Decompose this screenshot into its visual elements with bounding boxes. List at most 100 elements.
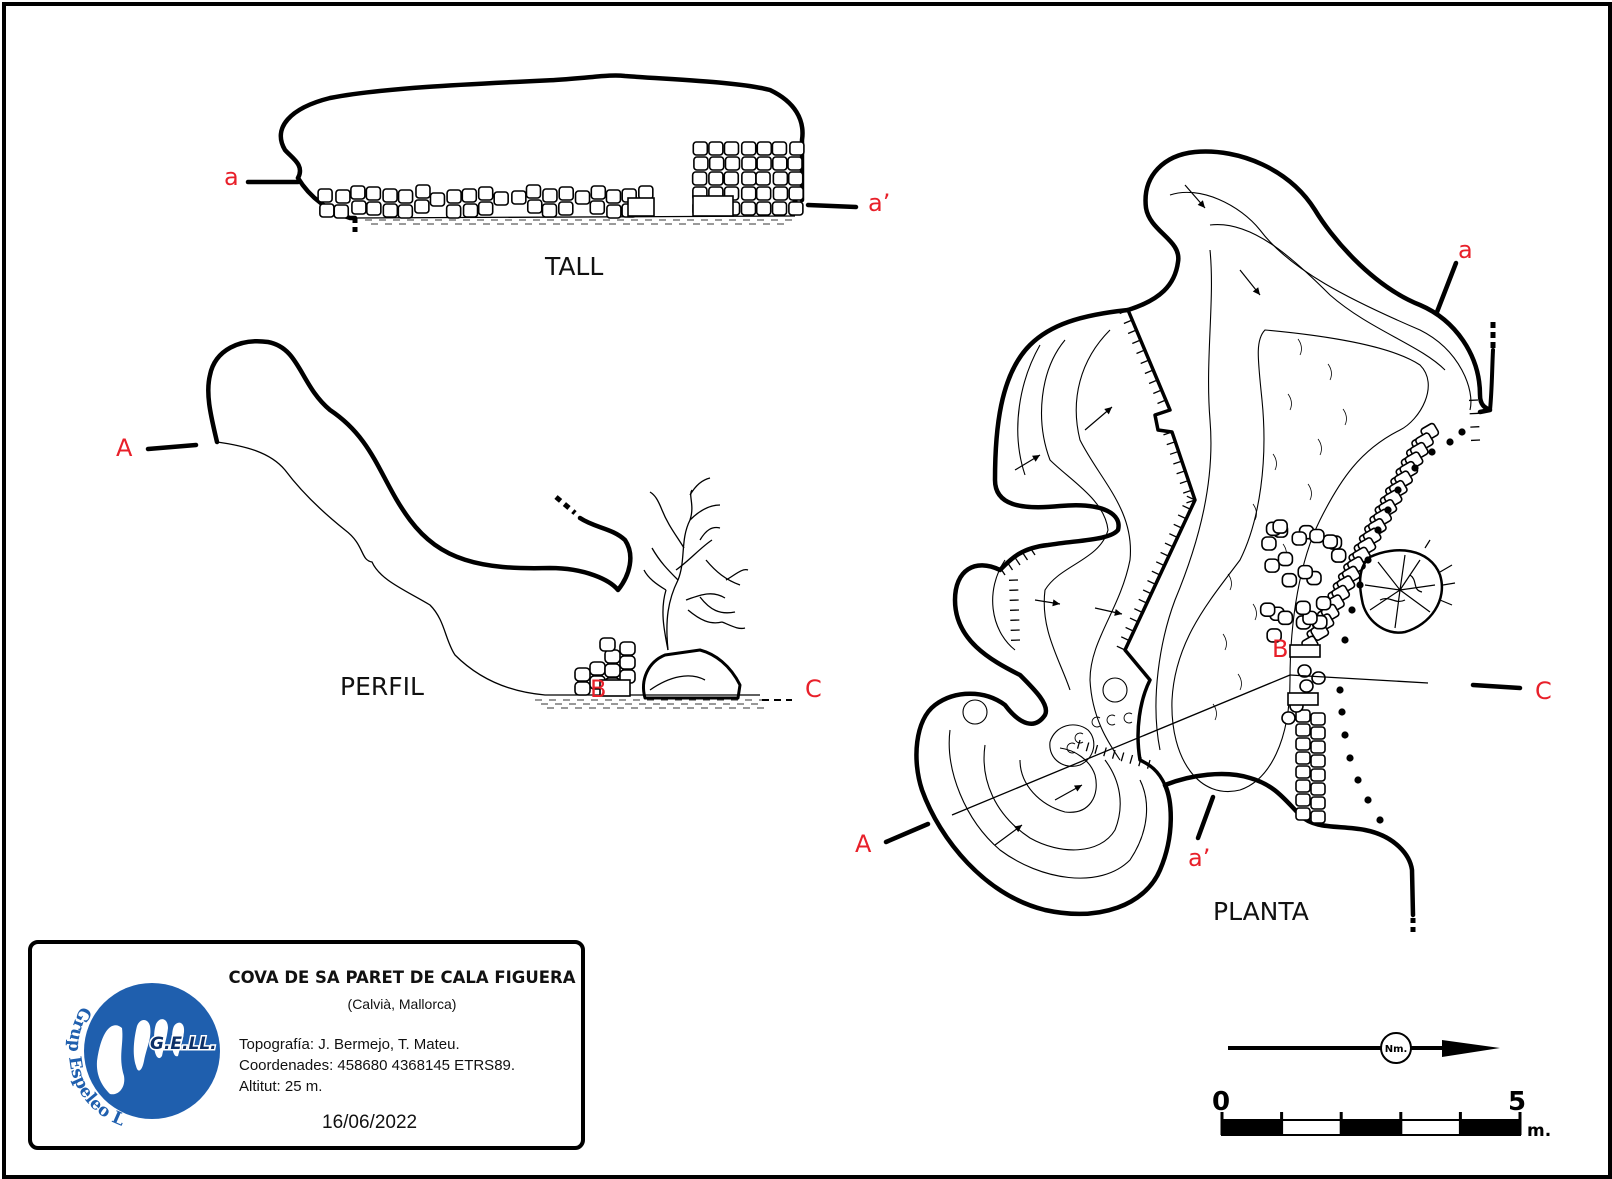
planta-axis-a: [1434, 260, 1459, 315]
cliff-tick: [1094, 744, 1099, 754]
rubble-stone: [741, 156, 757, 171]
rubble-stone: [542, 188, 558, 203]
rubble-stone: [638, 185, 654, 200]
floor-mark: [1106, 714, 1116, 726]
cliff-tick: [1129, 617, 1139, 623]
rubble-stone: [1310, 712, 1326, 726]
rubble-stone: [1322, 534, 1339, 549]
rubble-stone: [1295, 751, 1311, 765]
drip-dot: [1374, 526, 1382, 534]
rubble-stone: [1291, 531, 1308, 546]
rubble-stone: [693, 156, 709, 171]
planta-east-wall: [1488, 348, 1495, 412]
cliff-tick: [1076, 739, 1081, 749]
planta-section: a a’ A B C PLANTA: [855, 149, 1552, 935]
floor-mark: [1123, 712, 1133, 724]
floor-mark: [1287, 393, 1292, 411]
rubble-stone: [756, 156, 772, 171]
planta-inner-cliff: [1123, 308, 1197, 787]
slope-arrow-icon: [1252, 287, 1260, 295]
planta-label-a-prime: a’: [1188, 844, 1210, 872]
cliff-tick: [1116, 645, 1126, 651]
planta-axis-A: [883, 821, 931, 845]
contour-1: [1169, 191, 1472, 411]
rubble-stone: [1309, 528, 1325, 544]
rubble-stone: [1310, 768, 1326, 782]
perfil-title: PERFIL: [340, 672, 424, 701]
rubble-stone: [382, 188, 398, 203]
rubble-stone: [335, 189, 351, 204]
perfil-axis-left: [145, 442, 199, 452]
rubble-stone: [462, 203, 479, 218]
cliff-tick: [1138, 598, 1148, 604]
rubble-stone: [740, 141, 757, 156]
rubble-stone: [788, 186, 804, 201]
drip-dot: [1341, 731, 1349, 739]
pit-icon: [962, 699, 988, 725]
rubble-stone: [1295, 600, 1311, 616]
planta-cliff-hachures: [999, 309, 1481, 769]
perfil-ceiling-wall: [206, 339, 633, 593]
bush-icon: [1358, 539, 1456, 634]
rubble-stone: [604, 649, 621, 664]
cliff-tick: [1014, 557, 1021, 566]
rubble-stone: [589, 200, 606, 215]
rubble-stone: [558, 186, 575, 201]
rubble-stone: [493, 191, 509, 206]
drip-dot: [1341, 636, 1349, 644]
cliff-tick: [1155, 561, 1165, 567]
rubble-stone: [397, 204, 414, 219]
rubble-stone: [574, 681, 591, 696]
rubble-stone: [771, 141, 788, 156]
cliff-tick: [1164, 542, 1174, 548]
contour-south-2: [983, 744, 1121, 851]
perfil-section: A B C PERFIL: [116, 339, 822, 709]
rubble-stone: [415, 184, 431, 199]
cliff-tick: [1085, 742, 1090, 752]
cliff-tick: [1163, 431, 1173, 436]
rubble-stone: [740, 201, 757, 216]
rubble-block: [692, 195, 734, 217]
floor-mark: [1252, 503, 1257, 521]
cliff-tick: [1166, 441, 1176, 446]
rubble-stone: [526, 199, 543, 214]
cliff-tick: [1173, 460, 1183, 465]
rubble-stone: [1297, 664, 1312, 678]
rubble-stone: [558, 201, 574, 216]
cliff-tick: [1127, 329, 1137, 335]
tall-axis-right: [805, 202, 859, 210]
rubble-stone: [788, 201, 804, 216]
rubble-stone: [541, 203, 558, 218]
scale-start: 0: [1212, 1087, 1230, 1117]
rubble-stone: [755, 186, 772, 201]
cliff-tick: [1136, 349, 1146, 355]
rubble-stone: [1277, 610, 1294, 626]
topography-credits: Topografía: J. Bermejo, T. Mateu.: [239, 1036, 460, 1053]
north-arrow-icon: [1442, 1040, 1500, 1057]
rubble-stone: [708, 156, 725, 171]
rubble-stone: [1310, 726, 1326, 740]
rubble-stone: [1295, 807, 1311, 821]
north-arrow: Nm.: [1228, 1032, 1500, 1064]
perfil-label-C: C: [805, 675, 822, 703]
drip-dot: [1384, 506, 1392, 514]
drip-dot: [1446, 438, 1454, 446]
planta-rubble-wall: [1259, 422, 1440, 824]
contour-west-3: [992, 344, 1041, 651]
drip-dot: [1354, 776, 1362, 784]
planta-floor-marks: [1066, 338, 1347, 754]
tall-label-a: a: [224, 163, 239, 191]
cliff-tick: [1029, 547, 1036, 556]
floor-mark: [1272, 453, 1277, 471]
tall-sediment: [365, 219, 792, 225]
perfil-label-B: B: [590, 675, 606, 703]
cliff-tick: [1119, 309, 1129, 315]
cliff-tick: [1161, 409, 1171, 415]
slope-arrow-icon: [1104, 407, 1112, 415]
rubble-stone: [606, 204, 622, 219]
drip-dot: [1346, 754, 1354, 762]
rubble-stone: [755, 201, 772, 216]
rubble-stone: [619, 641, 636, 656]
contour-south-1: [948, 729, 1148, 879]
